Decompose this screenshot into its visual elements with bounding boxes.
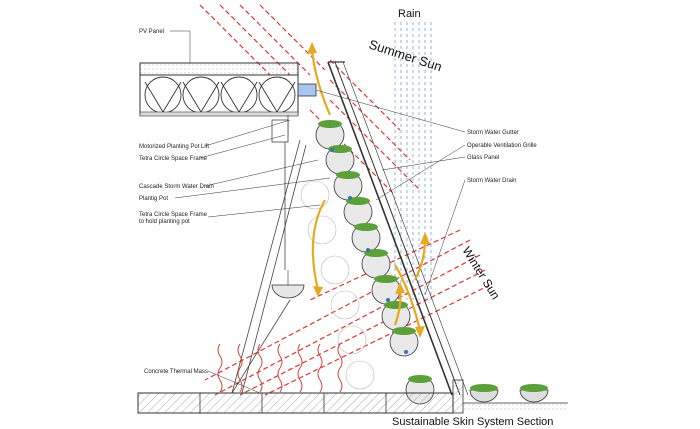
leader-lines	[170, 30, 466, 394]
label-storm-gutter: Storm Water Gutter	[467, 130, 519, 136]
concrete-slab	[137, 379, 568, 414]
label-tetra-frame-pot-2: to hold planting pot	[139, 219, 190, 225]
label-summer-sun: Summer Sun	[367, 37, 444, 75]
lift-pot	[271, 270, 305, 299]
summer-sun-rays	[199, 4, 421, 196]
label-storm-drain: Storm Water Drain	[467, 178, 516, 184]
airflow-arrowheads	[307, 42, 430, 338]
planting-pots	[315, 120, 435, 405]
label-tetra-frame-pot-1: Tetra Circle Space Frame	[139, 212, 208, 218]
ghost-pots	[300, 180, 375, 390]
label-glass-panel: Glass Panel	[467, 155, 499, 161]
label-planting-pot: Plantig Pot	[139, 196, 168, 202]
label-cascade-drain: Cascade Storm Water Drain	[139, 184, 214, 190]
exterior-pots	[469, 384, 549, 403]
label-motorized-lift: Motorized Planting Pot Lift	[139, 144, 209, 150]
interior-frame	[231, 115, 307, 394]
caption: Sustainable Skin System Section	[392, 416, 553, 428]
label-rain: Rain	[398, 8, 421, 20]
label-winter-sun: Winter Sun	[459, 244, 502, 302]
pv-panel-roof	[139, 62, 299, 117]
rain-streaks	[394, 22, 432, 300]
label-concrete-mass: Concrete Thermal Mass	[144, 369, 208, 375]
label-pv-panel: PV Panel	[139, 29, 164, 35]
label-ventilation-grille: Operable Ventilation Grille	[467, 143, 537, 149]
label-tetra-frame: Tetra Circle Space Frame	[139, 156, 208, 162]
heat-waves	[217, 343, 343, 393]
glass-facade	[327, 61, 469, 396]
airflow-arrows	[310, 49, 427, 331]
storm-gutter-shape	[297, 83, 317, 97]
